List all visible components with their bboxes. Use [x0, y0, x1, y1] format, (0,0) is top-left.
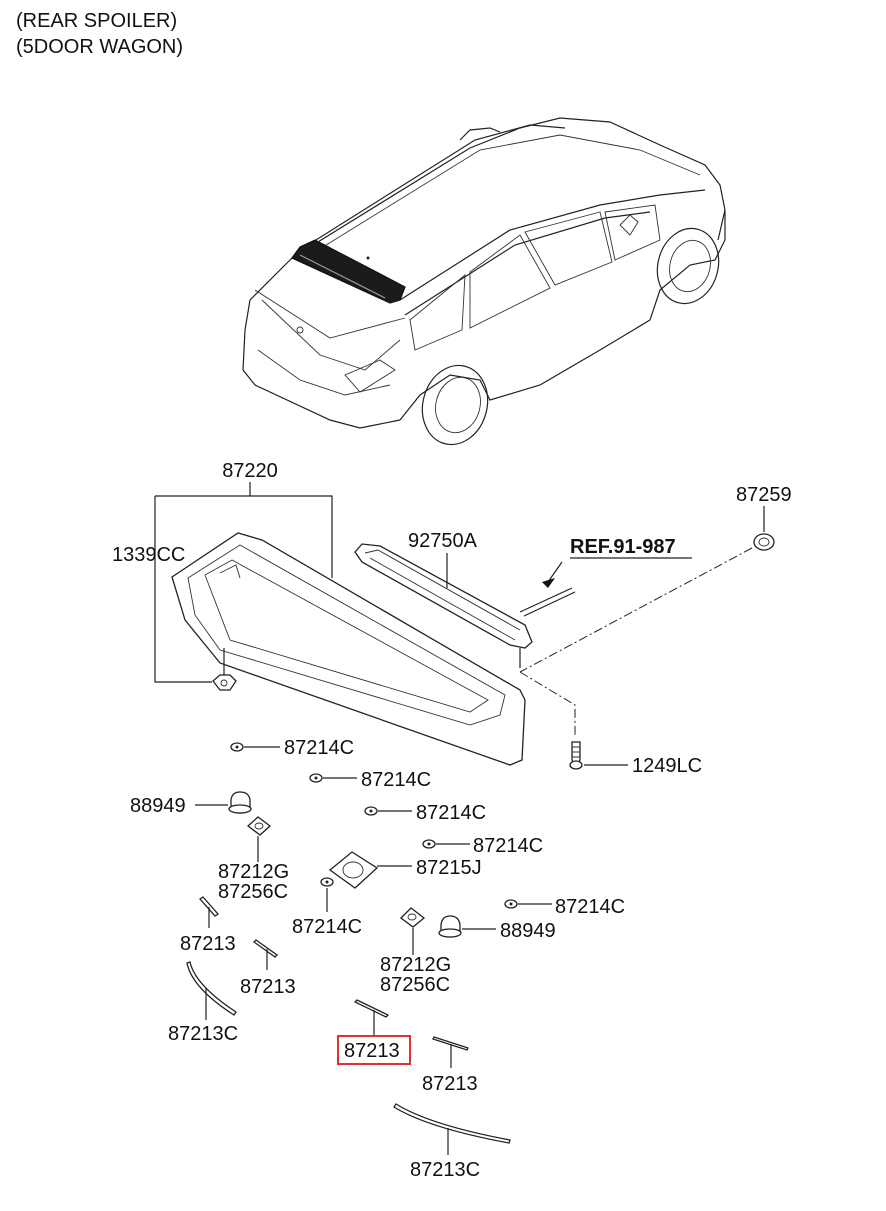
tape-part-1: [199, 896, 219, 917]
seal-part-bottom: [393, 1103, 511, 1144]
label-seal-bottom: 87213C: [410, 1159, 480, 1181]
nut-part: [212, 648, 237, 691]
bumper-part-left: [228, 791, 252, 814]
clip-part-6: [320, 877, 334, 887]
clip-part-5: [504, 899, 518, 909]
label-tape-1: 87213: [180, 933, 236, 955]
spoiler-highlight: [291, 239, 406, 304]
pad-part-mid: [400, 907, 426, 928]
header-title: (REAR SPOILER): [16, 10, 178, 32]
highlight-box: [337, 1035, 411, 1065]
label-clip-4: 87214C: [473, 835, 543, 857]
pad-part-left: [246, 816, 272, 836]
screw-part: [569, 741, 583, 770]
label-bumper-right: 88949: [500, 920, 556, 942]
label-pad-left-a: 87212G: [218, 861, 289, 883]
gasket-part: [328, 851, 379, 889]
label-tape-2: 87213: [240, 976, 296, 998]
header-subtitle: (5DOOR WAGON): [16, 36, 184, 58]
label-bumper-left: 88949: [130, 795, 186, 817]
label-screw: 1249LC: [632, 755, 702, 777]
seal-part-left: [186, 961, 237, 1016]
tape-part-3: [353, 999, 390, 1018]
label-clip-1: 87214C: [284, 737, 354, 759]
label-reference: REF.91-987: [570, 536, 676, 558]
bumper-part-right: [438, 915, 462, 938]
label-clip-6: 87214C: [292, 916, 362, 938]
label-spoiler: 87220: [222, 460, 278, 482]
label-clip-3: 87214C: [416, 802, 486, 824]
label-gasket: 87215J: [416, 857, 482, 879]
stop-lamp-part: [354, 543, 533, 668]
label-pad-left-b: 87256C: [218, 881, 288, 903]
label-seal-left: 87213C: [168, 1023, 238, 1045]
label-clip-5: 87214C: [555, 896, 625, 918]
clip-part-3: [364, 806, 378, 816]
clip-part-1: [230, 742, 244, 752]
label-pad-mid-b: 87256C: [380, 974, 450, 996]
grommet-part: [753, 533, 775, 551]
label-clip-2: 87214C: [361, 769, 431, 791]
spoiler-bracket-line: [155, 495, 333, 578]
tape-part-4: [432, 1036, 469, 1051]
label-tape-highlight: 87213: [344, 1040, 400, 1062]
spoiler-part: [171, 532, 526, 766]
clip-part-2: [309, 773, 323, 783]
clip-part-4: [422, 839, 436, 849]
car-illustration: [242, 117, 726, 446]
label-grommet: 87259: [736, 484, 792, 506]
tape-part-2: [252, 939, 279, 958]
label-stop-lamp: 92750A: [408, 530, 478, 552]
label-nut: 1339CC: [112, 544, 185, 566]
label-pad-mid-a: 87212G: [380, 954, 451, 976]
label-tape-4: 87213: [422, 1073, 478, 1095]
